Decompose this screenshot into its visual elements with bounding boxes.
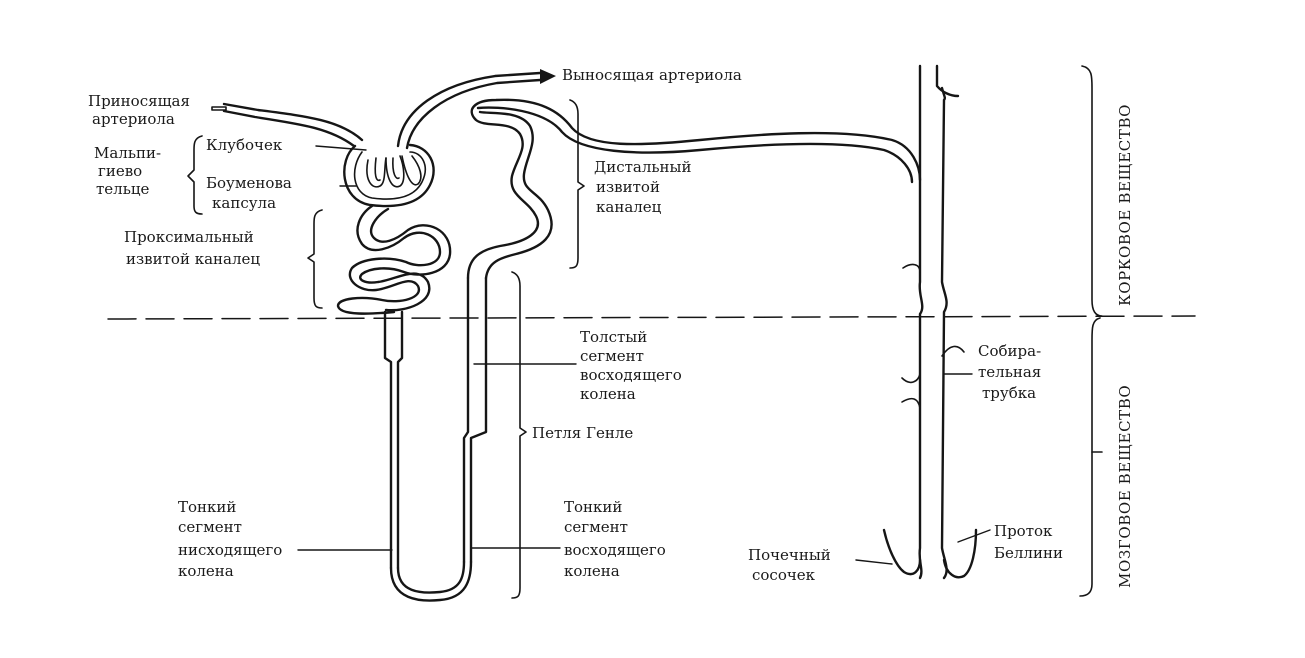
distal-tubule <box>466 98 922 280</box>
bowman-label-line2: капсула <box>212 194 276 212</box>
thick-segment-label-line2: сегмент <box>580 347 644 365</box>
afferent-arteriole <box>211 102 364 148</box>
efferent-arrow-icon <box>540 69 556 84</box>
papilla-label-line2: сосочек <box>752 566 816 584</box>
distal-label-line1: Дистальный <box>594 158 691 176</box>
bellini-label-line2: Беллини <box>994 544 1063 562</box>
collecting-duct-label-line2: тельная <box>978 363 1041 381</box>
thin-descending-label-line2: сегмент <box>178 518 242 536</box>
collecting-duct-label-line3: трубка <box>982 384 1036 402</box>
efferent-arteriole <box>396 69 556 150</box>
proximal-bracket <box>307 209 323 309</box>
cortex-medulla-boundary <box>107 315 1196 320</box>
leader-lines <box>297 145 991 565</box>
medulla-label: МОЗГОВОЕ ВЕЩЕСТВО <box>1116 385 1134 588</box>
region-brackets <box>1079 65 1103 597</box>
thick-segment-label-line4: колена <box>580 385 636 403</box>
afferent-label-line2: артериола <box>92 110 175 128</box>
thin-ascending-label-line2: сегмент <box>564 518 628 536</box>
thick-segment-label-line3: восходящего <box>580 366 682 384</box>
malpighian-label-line2: гиево <box>98 162 142 180</box>
thin-ascending-label-line1: Тонкий <box>564 498 622 516</box>
thin-descending-label-line3: нисходящего <box>178 541 282 559</box>
bowman-capsule <box>343 143 435 208</box>
malpighian-label-line3: тельце <box>96 180 150 198</box>
bellini-label-line1: Проток <box>994 522 1053 540</box>
thin-descending-label-line1: Тонкий <box>178 498 236 516</box>
proximal-label-line1: Проксимальный <box>124 228 254 246</box>
papilla-label-line1: Почечный <box>748 546 831 564</box>
afferent-label-line1: Приносящая <box>88 92 190 110</box>
henle-bracket <box>511 271 527 599</box>
proximal-label-line2: извитой каналец <box>126 250 260 268</box>
distal-label-line2: извитой <box>596 178 660 196</box>
bowman-label-line1: Боуменова <box>206 174 292 192</box>
renal-papilla <box>882 528 978 579</box>
glomerulus-label: Клубочек <box>206 136 283 154</box>
henle-loop-label: Петля Генле <box>532 424 633 442</box>
collecting-duct <box>901 64 965 580</box>
distal-label-line3: каналец <box>596 198 662 216</box>
malpighian-label-line1: Мальпи- <box>94 144 161 162</box>
collecting-duct-label-line1: Собира- <box>978 342 1041 360</box>
thin-descending-label-line4: колена <box>178 562 234 580</box>
thin-ascending-label-line3: восходящего <box>564 541 666 559</box>
distal-bracket <box>569 99 585 269</box>
proximal-tubule <box>336 204 452 315</box>
cortex-label: КОРКОВОЕ ВЕЩЕСТВО <box>1116 104 1134 306</box>
thick-segment-label-line1: Толстый <box>580 328 647 346</box>
loop-bottom <box>389 560 473 602</box>
thin-ascending-label-line4: колена <box>564 562 620 580</box>
malpighian-bracket <box>187 135 203 215</box>
descending-limb <box>383 310 404 570</box>
ascending-limb <box>462 276 488 564</box>
efferent-label: Выносящая артериола <box>562 66 742 84</box>
glomerulus <box>366 155 422 188</box>
